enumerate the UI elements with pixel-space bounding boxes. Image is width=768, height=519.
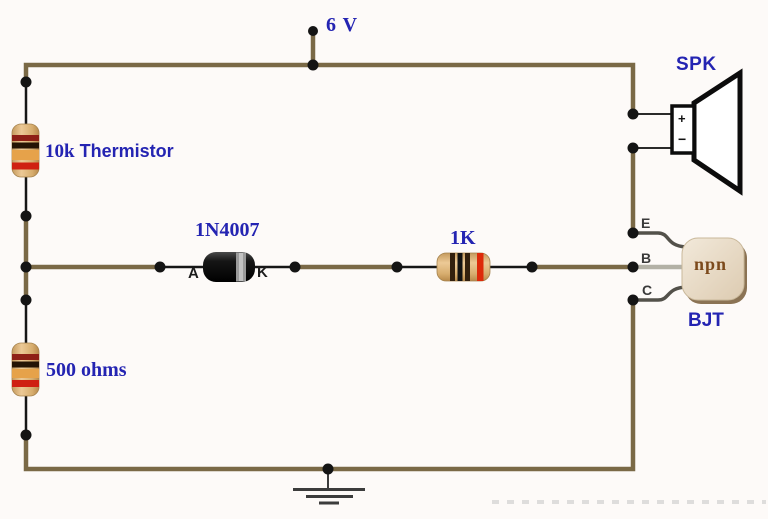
resistor-500-graphic — [11, 342, 40, 397]
ground-junction-dot — [322, 463, 334, 475]
base-dot — [627, 261, 639, 273]
junction-dot — [20, 294, 32, 306]
thermistor-value: 10k — [45, 141, 75, 162]
resistor-500-band-3 — [12, 369, 39, 378]
emitter-wire — [633, 231, 687, 249]
transistor-body — [681, 237, 745, 301]
resistor-1k-band-1 — [450, 253, 455, 281]
resistor-1k-band-3 — [465, 253, 470, 281]
ground-symbol — [293, 469, 365, 505]
collector-label: C — [642, 282, 653, 298]
speaker-plus-sign: + — [678, 111, 686, 126]
thermistor-graphic — [11, 123, 40, 178]
speaker-driver — [670, 104, 696, 155]
resistor-1k-band-4 — [477, 253, 484, 281]
junction-dot — [20, 429, 32, 441]
power-label: 6 V — [326, 14, 359, 36]
diode-body — [203, 252, 255, 282]
speaker-minus-sign: − — [678, 131, 687, 147]
junction-dot — [307, 59, 319, 71]
thermistor-band-1 — [12, 135, 39, 141]
thermistor-band-3 — [12, 150, 39, 160]
diode-band-highlight — [239, 253, 243, 281]
transistor-graphic — [633, 231, 747, 304]
resistor-500-label: 500 ohms — [46, 359, 127, 381]
resistor-1k-label: 1K — [450, 227, 476, 249]
resistor-1k-graphic — [436, 252, 491, 282]
speaker-minus-dot — [627, 142, 639, 154]
resistor-1k-band-2 — [457, 253, 463, 281]
collector-dot — [627, 294, 639, 306]
circuit-wires — [23, 31, 636, 472]
thermistor-band-2 — [12, 142, 39, 149]
speaker-label: SPK — [676, 54, 717, 75]
junction-dot — [20, 261, 32, 273]
junction-dot — [526, 261, 538, 273]
speaker-graphic — [636, 68, 743, 196]
diode-anode-label: A — [188, 265, 199, 282]
junction-dot — [154, 261, 166, 273]
transistor-marking: npn — [694, 254, 728, 274]
resistor-500-band-4 — [12, 380, 39, 387]
resistor-500-band-1 — [12, 354, 39, 360]
junction-dot — [289, 261, 301, 273]
junction-dot — [391, 261, 403, 273]
resistor-500-band-2 — [12, 361, 39, 368]
diode-cathode-label: K — [257, 264, 268, 281]
emitter-dot — [627, 227, 639, 239]
junction-dot — [20, 210, 32, 222]
transistor-label: BJT — [688, 310, 724, 331]
base-label: B — [641, 250, 652, 266]
speaker-plus-dot — [627, 108, 639, 120]
thermistor-band-4 — [12, 162, 39, 170]
junction-dot — [20, 76, 32, 88]
power-terminal-dot — [308, 26, 318, 36]
speaker-horn — [691, 68, 743, 196]
collector-wire — [633, 285, 687, 302]
wire-bottom-rail — [23, 302, 636, 472]
thermistor-name: Thermistor — [79, 141, 174, 161]
junction-dots — [20, 26, 639, 475]
wire-top-rail — [23, 62, 636, 114]
diode-label: 1N4007 — [195, 219, 260, 241]
emitter-label: E — [641, 215, 651, 231]
diode-graphic — [203, 252, 255, 282]
